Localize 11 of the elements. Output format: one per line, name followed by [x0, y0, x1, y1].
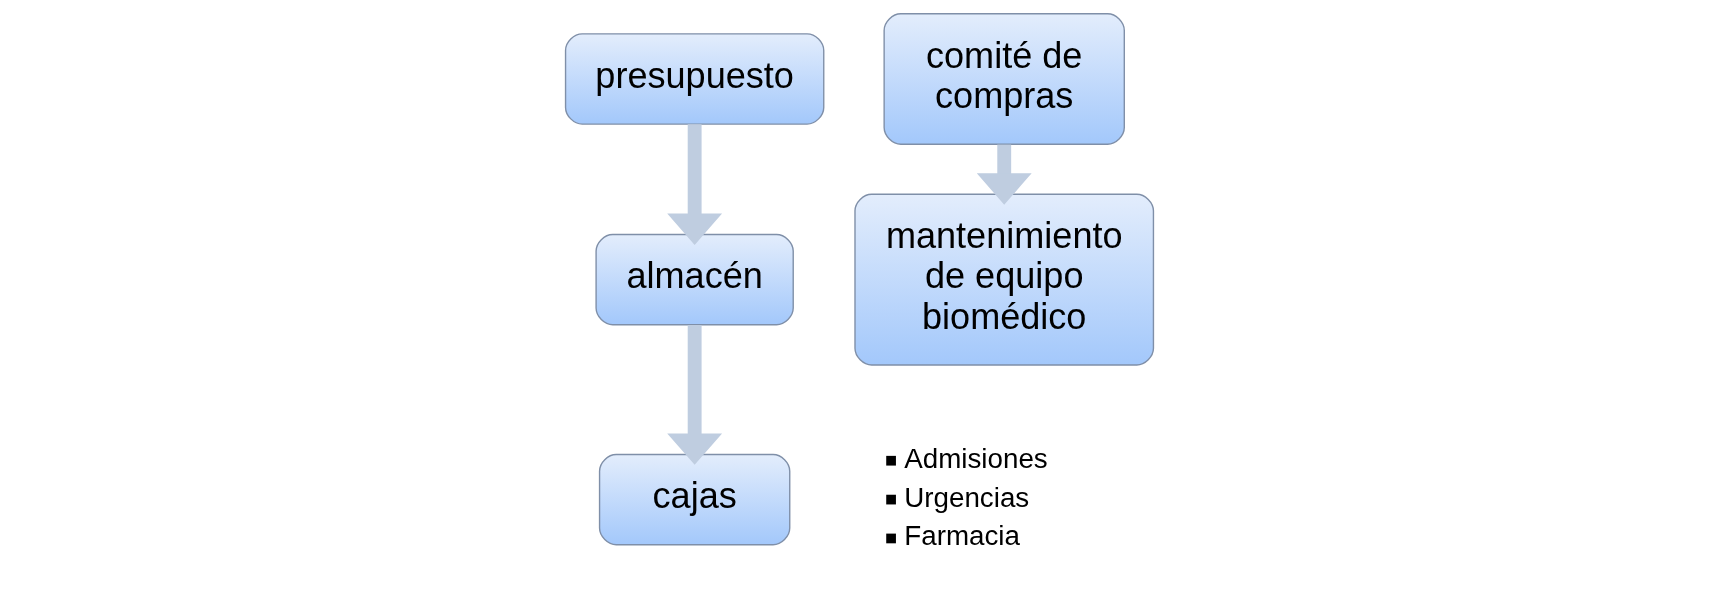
arrow: [667, 124, 723, 245]
node-box: presupuesto: [564, 33, 825, 125]
node-label: Urgencias: [904, 481, 1030, 513]
node-box: cajas: [598, 453, 791, 546]
node-box: mantenimiento de equipo biomédico: [854, 193, 1155, 366]
node-box: comité de compras: [883, 13, 1125, 145]
arrow: [667, 324, 723, 465]
arrow: [976, 144, 1032, 205]
node-box: almacén: [595, 233, 794, 326]
node-label: Farmacia: [904, 520, 1020, 552]
node-label: Admisiones: [904, 442, 1048, 474]
